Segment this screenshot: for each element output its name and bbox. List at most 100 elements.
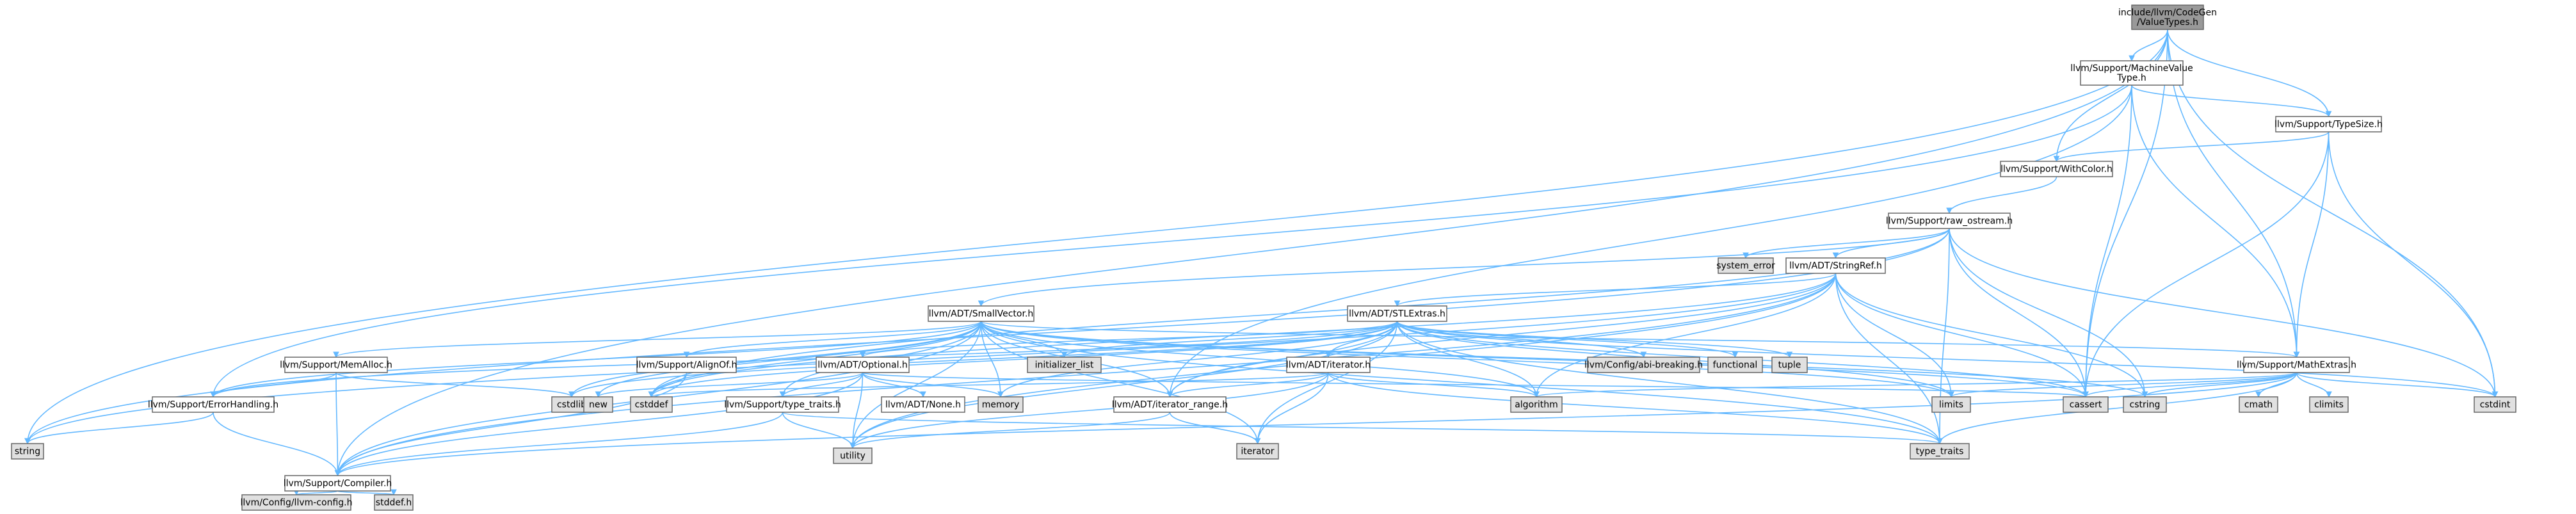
node-box-typesize [2275, 116, 2382, 133]
node-box-mvt [2080, 60, 2184, 86]
node-cassert: cassert [2063, 396, 2109, 413]
node-label-stringref: llvm/ADT/StringRef.h [1789, 261, 1882, 271]
node-box-memory [978, 396, 1024, 413]
node-typetraits[interactable]: llvm/Support/type_traits.h [724, 396, 841, 413]
edge-smallvector-to-alignof [686, 321, 982, 358]
node-label-iterator: iterator [1241, 447, 1274, 457]
node-box-alignof [636, 357, 737, 373]
arrowhead-stlextras-to-tuple [1786, 351, 1793, 358]
node-iterrange[interactable]: llvm/ADT/iterator_range.h [1112, 396, 1228, 413]
node-label-abibreaking: llvm/Config/abi-breaking.h [1584, 360, 1703, 371]
edge-root-to-mathextras [2167, 29, 2298, 358]
edge-stringref-to-cstring [1835, 273, 2146, 398]
node-utility: utility [833, 447, 873, 464]
node-llvmconfig: llvm/Config/llvm-config.h [241, 494, 352, 511]
node-cstdint: cstdint [2474, 396, 2516, 413]
edge-smallvector-to-algorithm [980, 321, 1537, 398]
arrowhead-iterator_h-to-iterrange [1166, 391, 1173, 398]
edge-optional-to-typetraits [782, 372, 864, 398]
node-label-type_traits: type_traits [1916, 447, 1964, 457]
edge-stringref-to-compiler [337, 273, 1837, 476]
node-mathextras[interactable]: llvm/Support/MathExtras.h [2237, 357, 2356, 373]
edge-root-to-compiler [337, 29, 2168, 476]
node-box-stlextras [1347, 305, 1447, 322]
edge-optional-to-new [597, 372, 864, 398]
arrowhead-stlextras-to-functional [1732, 351, 1739, 358]
node-label-cstring: cstring [2130, 400, 2161, 410]
node-label-stlextras: llvm/ADT/STLExtras.h [1349, 309, 1445, 319]
arrowhead-mathextras-to-cstring [2141, 391, 2148, 398]
node-box-climits [2309, 396, 2349, 413]
edge-typesize-to-mathextras [2296, 131, 2330, 358]
edge-rawostream-to-system_error [1745, 228, 1950, 259]
arrowhead-mathextras-to-cassert [2082, 391, 2089, 398]
node-box-withcolor [2000, 161, 2113, 177]
node-typesize[interactable]: llvm/Support/TypeSize.h [2274, 116, 2383, 133]
node-box-compiler [284, 475, 391, 492]
node-label-optional: llvm/ADT/Optional.h [817, 360, 908, 371]
edge-errorhandling-to-compiler [213, 412, 339, 476]
node-box-iterator_h [1286, 357, 1371, 373]
node-box-iterator [1236, 443, 1279, 460]
node-stlextras[interactable]: llvm/ADT/STLExtras.h [1347, 305, 1447, 322]
node-label-cmath: cmath [2244, 400, 2273, 410]
node-rawostream[interactable]: llvm/Support/raw_ostream.h [1886, 213, 2013, 229]
arrowhead-optional-to-memory [997, 391, 1004, 398]
edge-stlextras-to-cstddef [650, 321, 1398, 398]
edge-rawostream-to-cstdint [1949, 228, 2496, 398]
node-functional: functional [1707, 357, 1763, 373]
nodes-layer: include/llvm/CodeGen/ValueTypes.h llvm/Su… [11, 4, 2516, 511]
edge-stringref-to-stlextras [1396, 273, 1837, 307]
arrowhead-mathextras-to-limits [1948, 391, 1954, 398]
node-smallvector[interactable]: llvm/ADT/SmallVector.h [928, 305, 1034, 322]
node-iterator: iterator [1236, 443, 1279, 460]
node-label-mvt: llvm/Support/MachineValue [2070, 63, 2193, 74]
node-root[interactable]: include/llvm/CodeGen/ValueTypes.h [2118, 4, 2217, 30]
node-label-memory: memory [982, 400, 1020, 410]
node-box-typetraits [726, 396, 839, 413]
node-none[interactable]: llvm/ADT/None.h [881, 396, 965, 413]
node-compiler[interactable]: llvm/Support/Compiler.h [284, 475, 392, 492]
node-iterator_h[interactable]: llvm/ADT/iterator.h [1286, 357, 1371, 373]
node-memalloc[interactable]: llvm/Support/MemAlloc.h [280, 357, 392, 373]
edge-mathextras-to-cstdint [2296, 372, 2496, 398]
edge-compiler-to-stddef [337, 490, 394, 495]
node-box-mathextras [2243, 357, 2350, 373]
node-box-memalloc [284, 357, 388, 373]
arrowhead-smallvector-to-mathextras [2293, 351, 2300, 358]
arrowhead-withcolor-to-rawostream [1946, 207, 1952, 214]
node-label-algorithm: algorithm [1515, 400, 1558, 410]
edge-alignof-to-compiler [337, 372, 688, 476]
edge-rawostream-to-cstring [1949, 228, 2146, 398]
edge-typetraits-to-compiler [337, 412, 784, 476]
node-type_traits: type_traits [1910, 443, 1970, 460]
edge-memalloc-to-compiler [335, 372, 339, 476]
edge-withcolor-to-rawostream [1949, 176, 2057, 214]
edge-stlextras-to-cstdint [1396, 321, 2496, 398]
edge-stringref-to-type_traits [1835, 273, 1940, 444]
arrowhead-smallvector-to-memalloc [333, 351, 339, 358]
arrowhead-iterrange-to-utility [849, 442, 856, 449]
edge-root-to-typesize [2167, 29, 2330, 117]
arrowhead-mathextras-to-cmath [2255, 391, 2262, 398]
node-optional[interactable]: llvm/ADT/Optional.h [816, 357, 910, 373]
node-box-cstdint [2474, 396, 2516, 413]
arrowhead-mathextras-to-climits [2326, 391, 2332, 398]
arrowhead-optional-to-typetraits [779, 391, 786, 398]
arrowhead-iterator_h-to-cstddef [648, 391, 655, 398]
node-label-memalloc: llvm/Support/MemAlloc.h [280, 360, 392, 371]
node-errorhandling[interactable]: llvm/Support/ErrorHandling.h [148, 396, 278, 413]
edge-optional-to-none [862, 372, 924, 398]
edge-iterator_h-to-algorithm [1328, 372, 1537, 398]
node-label-tuple: tuple [1778, 360, 1801, 371]
node-alignof[interactable]: llvm/Support/AlignOf.h [636, 357, 737, 373]
arrowhead-memalloc-to-errorhandling [210, 391, 216, 398]
node-box-stddef [374, 494, 414, 511]
edge-typetraits-to-type_traits [782, 412, 1940, 444]
node-withcolor[interactable]: llvm/Support/WithColor.h [2000, 161, 2113, 177]
edge-stlextras-to-type_traits [1396, 321, 1940, 444]
arrowhead-smallvector-to-initializer_list [1061, 351, 1068, 358]
node-stringref[interactable]: llvm/ADT/StringRef.h [1785, 257, 1886, 274]
edges-layer [24, 29, 2499, 496]
